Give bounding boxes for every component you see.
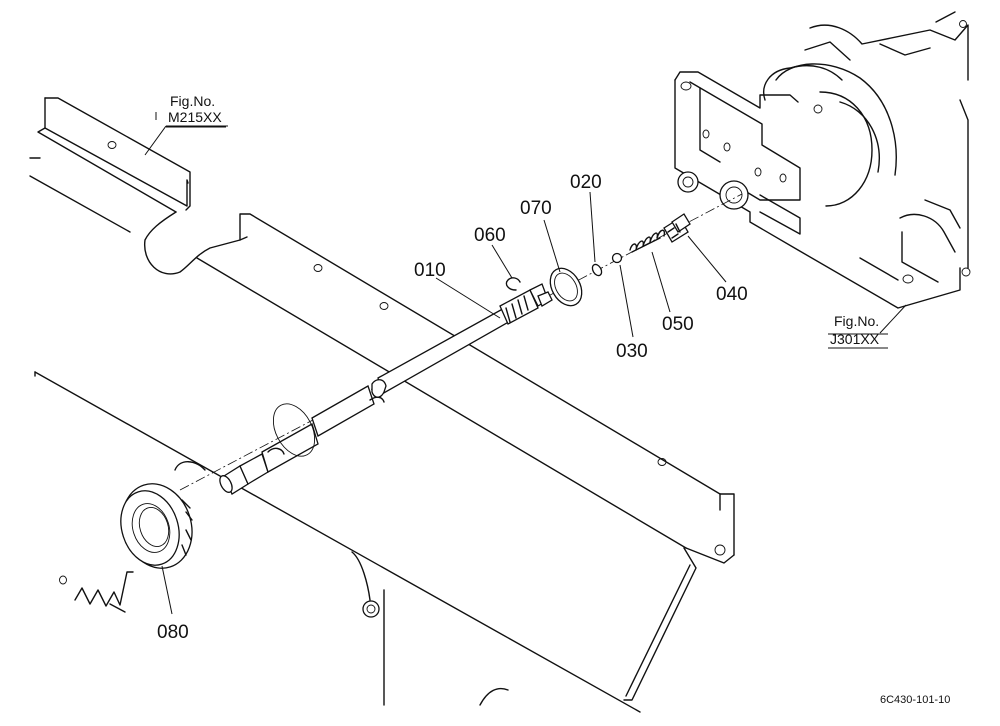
callout-070: 070 [520,198,552,219]
fig-ref-1-code: M215XX [168,109,222,125]
fig-ref-2-code: J301XX [830,331,880,347]
ball-030 [611,252,623,264]
callout-080: 080 [157,622,189,643]
plug-040 [663,213,691,243]
oil-seal-080 [120,483,193,569]
spring-050 [629,229,666,253]
clip-060 [505,277,521,291]
snap-ring-070 [549,267,583,307]
o-ring-020 [591,263,603,277]
shaft-010 [219,283,553,495]
callout-050: 050 [662,314,694,335]
callout-040: 040 [716,284,748,305]
fig-ref-2-label: Fig.No. [834,313,879,329]
callout-060: 060 [474,225,506,246]
frame-plate-lower [34,371,697,713]
fig-ref-1-label: Fig.No. [170,93,215,109]
frame-plate-upper [29,97,735,564]
document-id: 6C430-101-10 [880,694,950,706]
leader-lines [144,112,907,615]
callout-030: 030 [616,341,648,362]
callout-010: 010 [414,260,446,281]
callout-020: 020 [570,172,602,193]
transmission-housing [674,11,971,309]
